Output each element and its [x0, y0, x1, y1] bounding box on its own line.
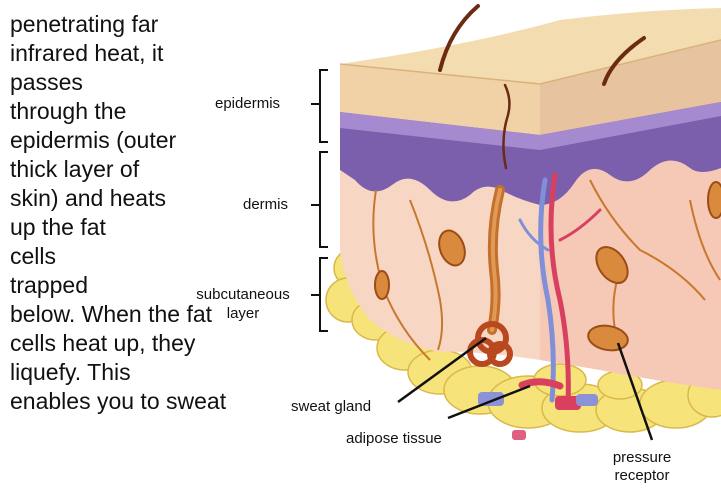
subcutaneous-label-line1: subcutaneous — [176, 286, 310, 304]
dermis-label: dermis — [243, 196, 288, 214]
dermis-bracket — [320, 152, 328, 247]
epidermis-bracket — [320, 70, 328, 142]
pressure-receptor-label-line1: pressure — [592, 449, 692, 467]
adipose-tissue-label: adipose tissue — [346, 430, 442, 448]
subcutaneous-label-line2: layer — [176, 305, 310, 323]
layer-brackets — [311, 70, 328, 331]
sweat-gland-label: sweat gland — [291, 398, 371, 416]
epidermis-label: epidermis — [215, 95, 280, 113]
pressure-receptor-label-line2: receptor — [592, 467, 692, 485]
